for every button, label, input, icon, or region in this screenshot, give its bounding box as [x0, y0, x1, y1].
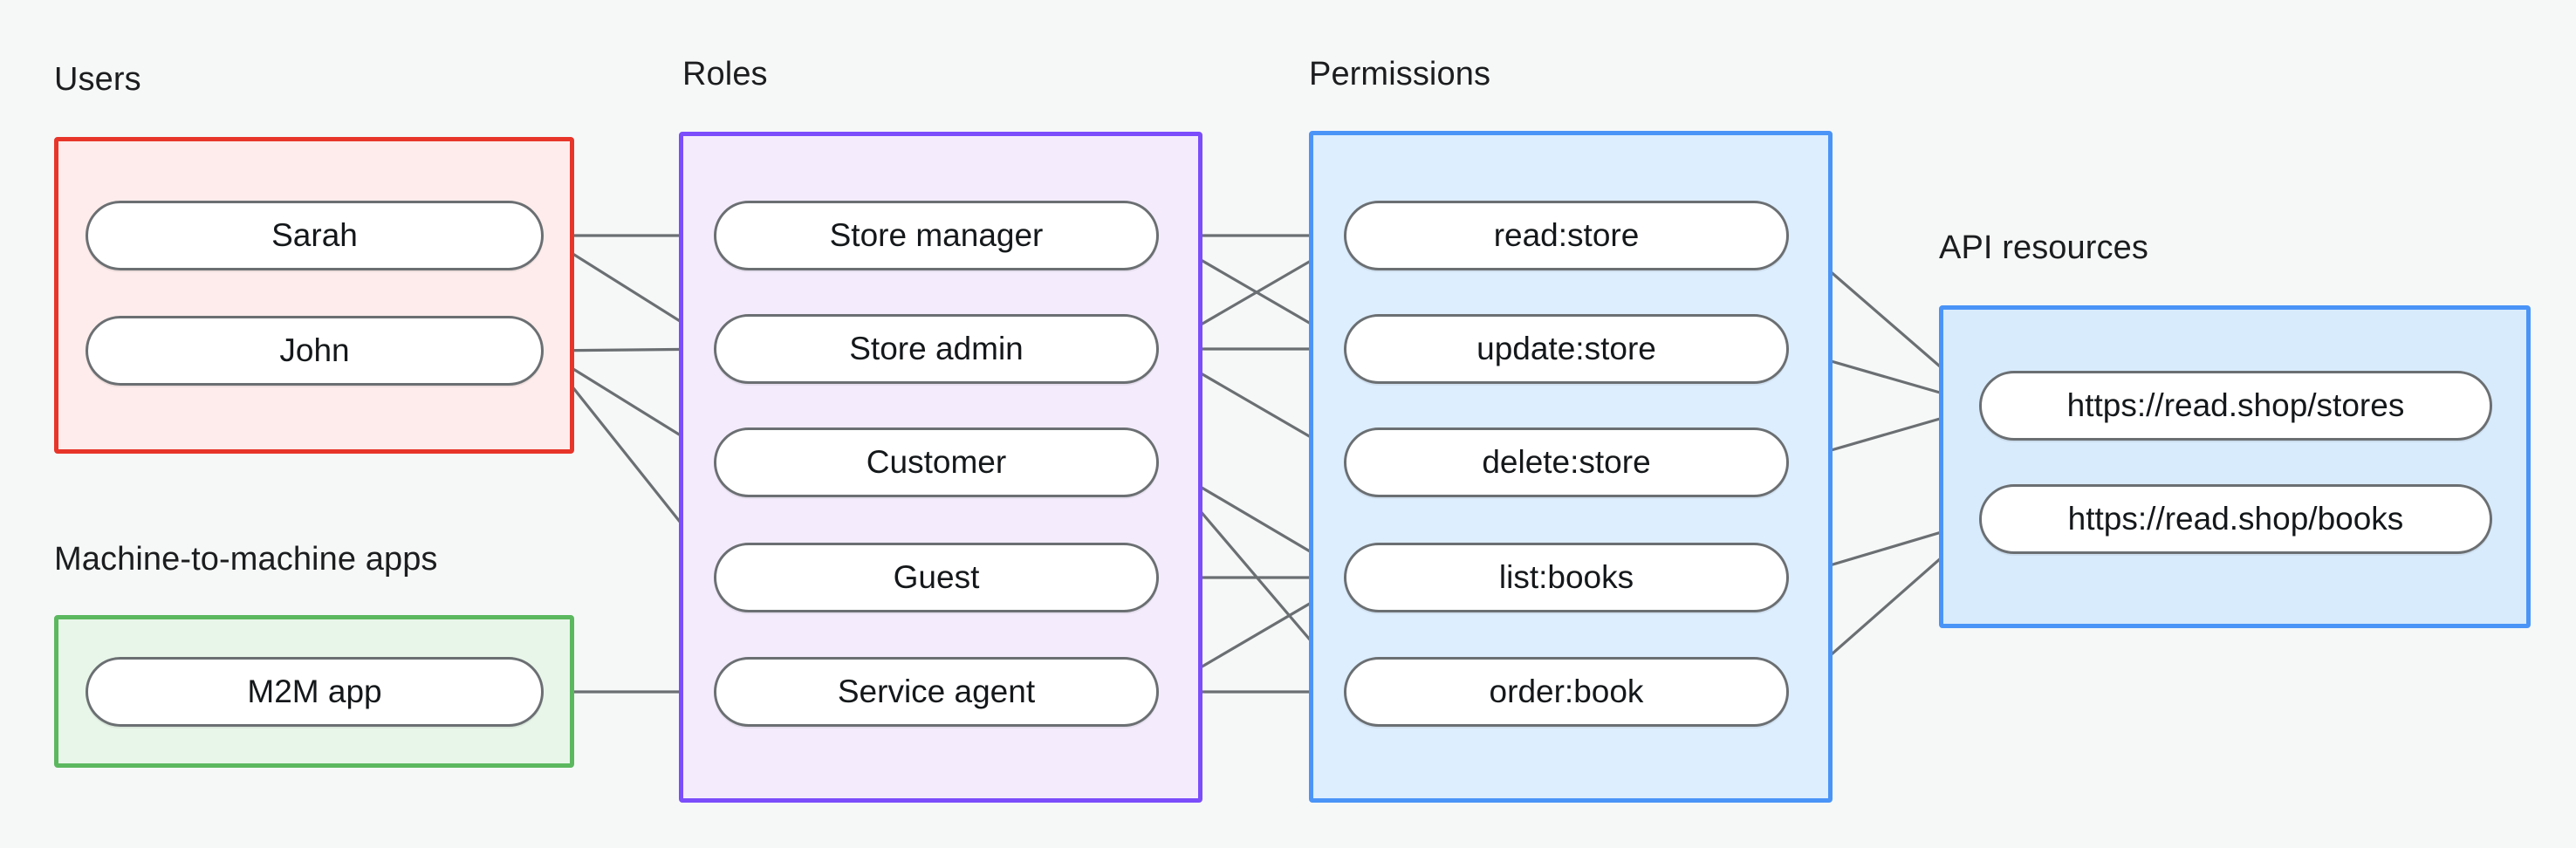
group-api-resources	[1939, 305, 2531, 628]
node-read-store[interactable]: read:store	[1344, 201, 1789, 270]
node-john[interactable]: John	[86, 316, 544, 386]
node-m2m-app[interactable]: M2M app	[86, 657, 544, 727]
node-store-manager[interactable]: Store manager	[714, 201, 1159, 270]
group-title-m2m: Machine-to-machine apps	[54, 541, 438, 578]
group-title-api-resources: API resources	[1939, 229, 2148, 266]
node-res-stores[interactable]: https://read.shop/stores	[1979, 371, 2492, 441]
node-list-books[interactable]: list:books	[1344, 543, 1789, 612]
node-order-book[interactable]: order:book	[1344, 657, 1789, 727]
group-title-permissions: Permissions	[1309, 56, 1491, 92]
group-title-roles: Roles	[682, 56, 768, 92]
node-update-store[interactable]: update:store	[1344, 314, 1789, 384]
node-customer[interactable]: Customer	[714, 427, 1159, 497]
node-service-agent[interactable]: Service agent	[714, 657, 1159, 727]
node-store-admin[interactable]: Store admin	[714, 314, 1159, 384]
node-res-books[interactable]: https://read.shop/books	[1979, 484, 2492, 554]
group-title-users: Users	[54, 61, 141, 98]
group-users	[54, 137, 574, 454]
node-guest[interactable]: Guest	[714, 543, 1159, 612]
node-delete-store[interactable]: delete:store	[1344, 427, 1789, 497]
node-sarah[interactable]: Sarah	[86, 201, 544, 270]
